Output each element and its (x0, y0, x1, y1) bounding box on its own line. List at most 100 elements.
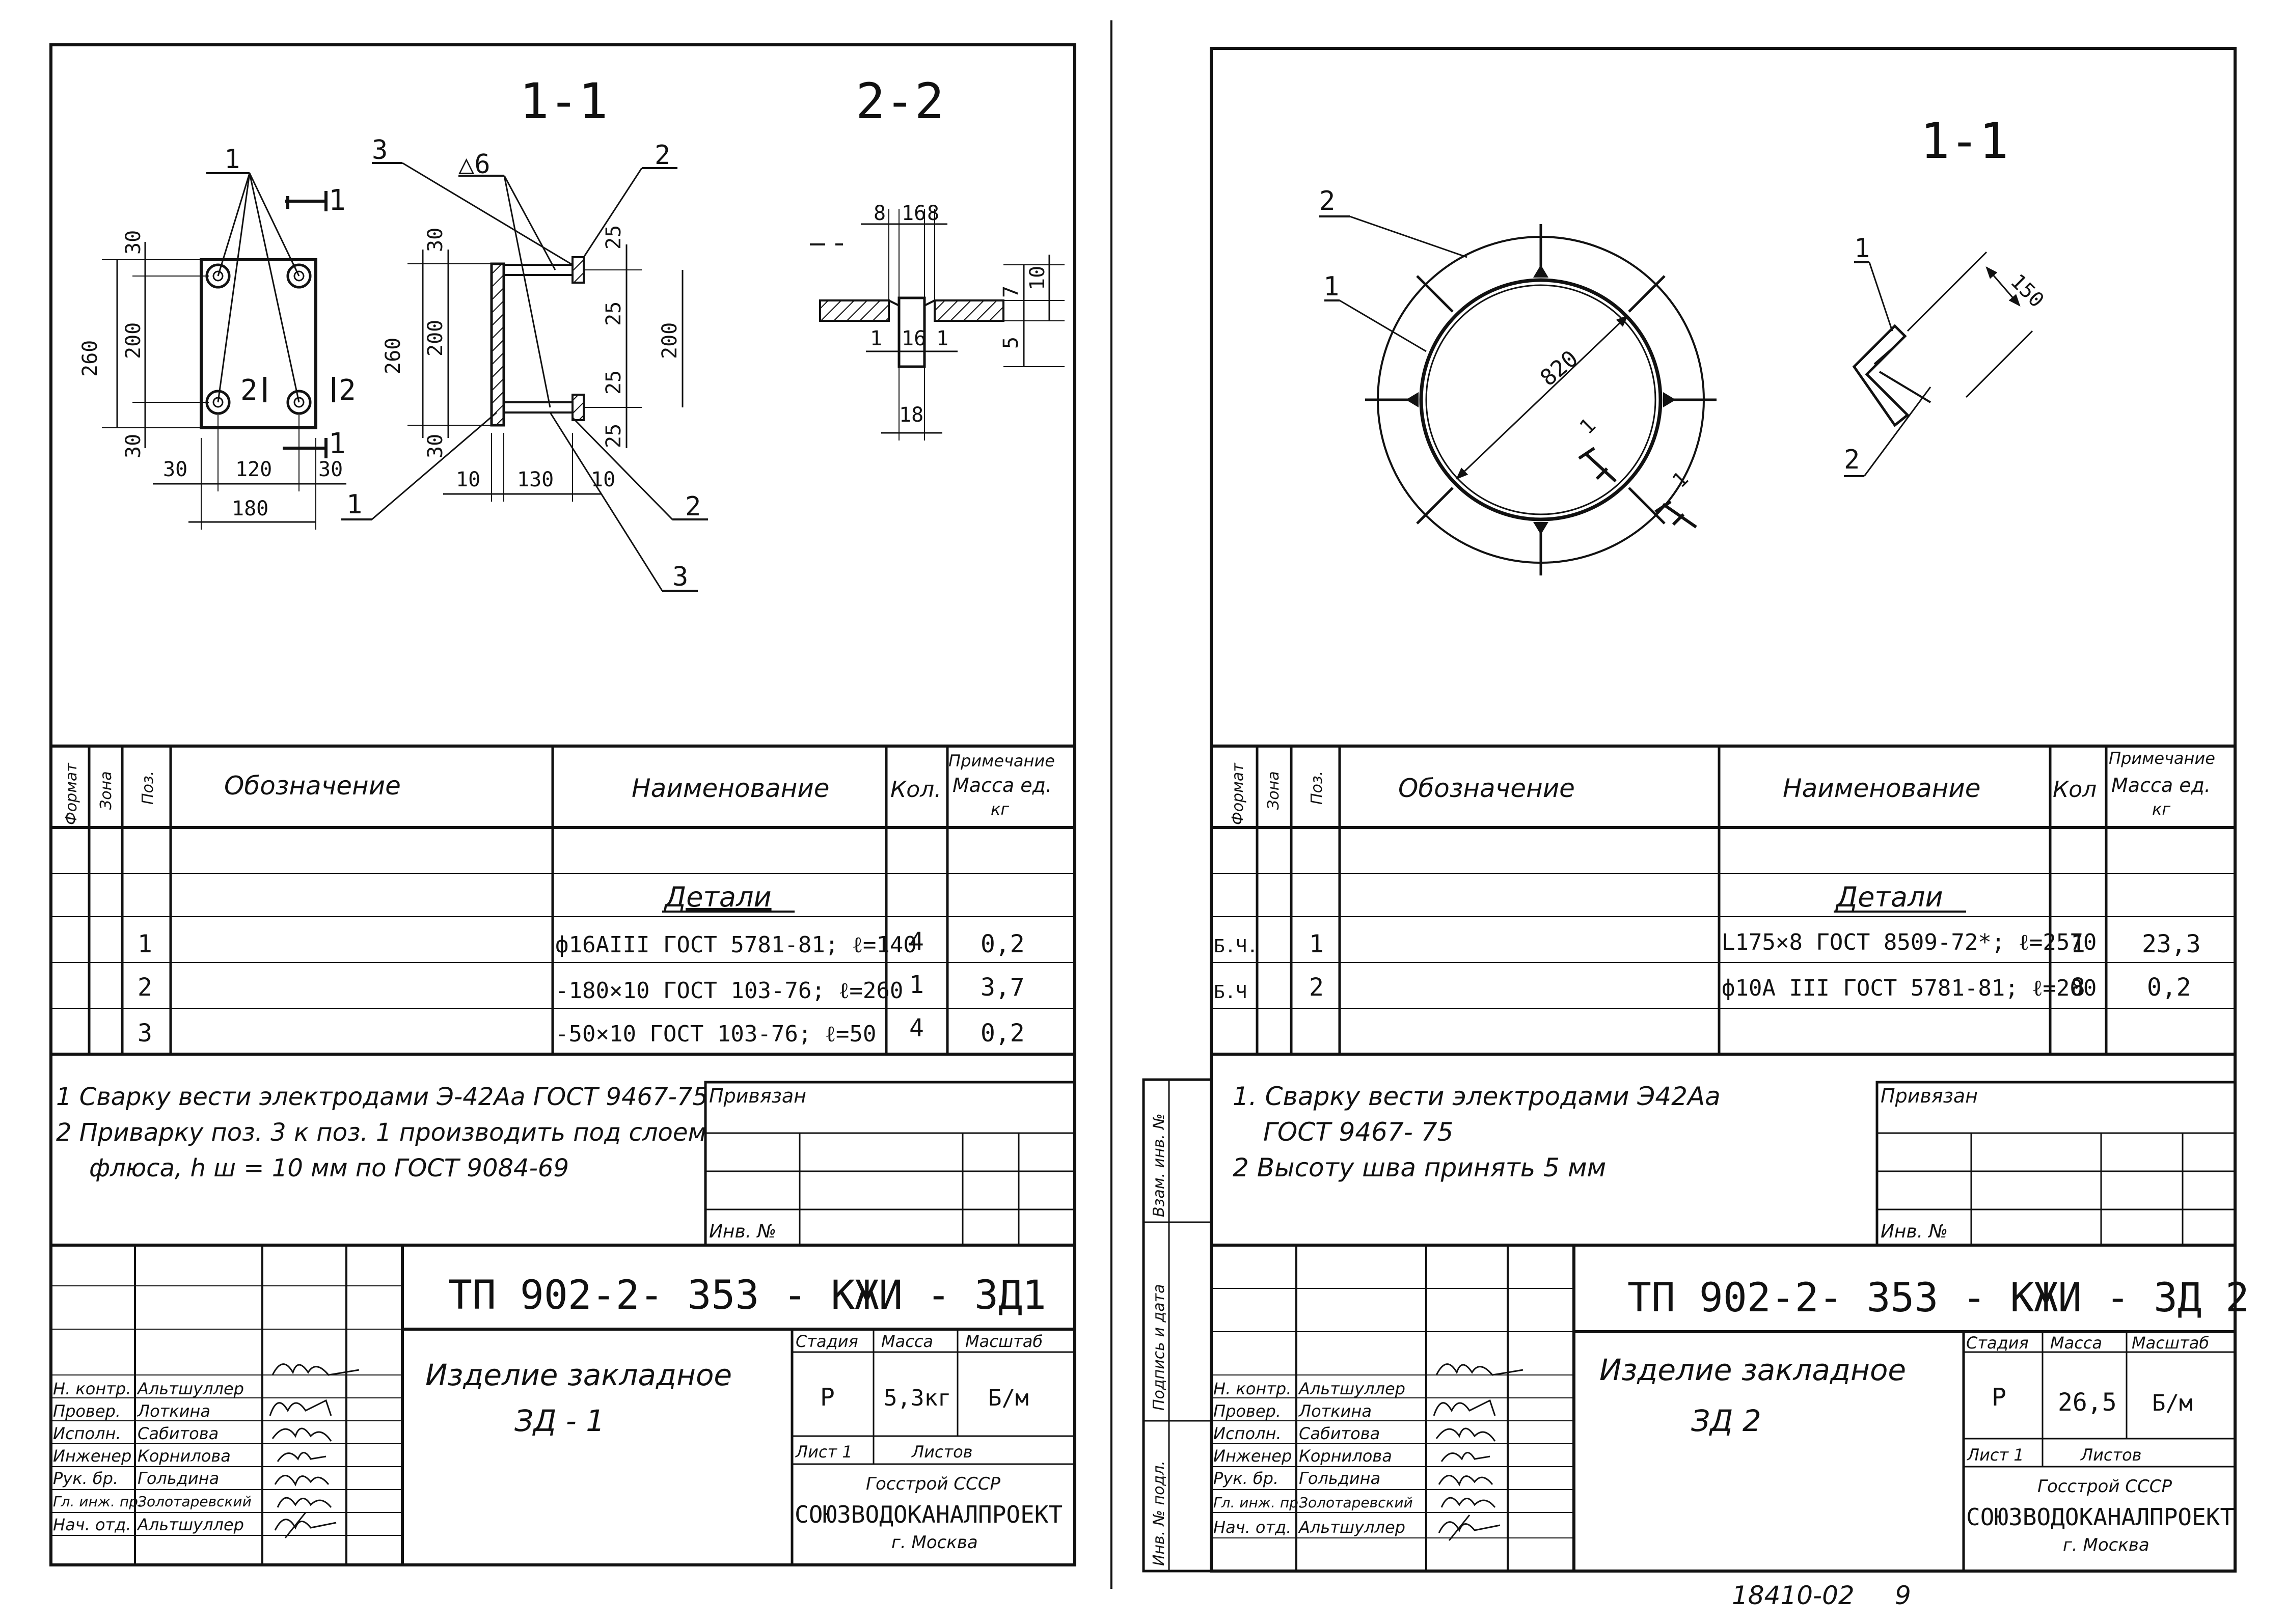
svg-text:25: 25 (602, 225, 625, 250)
svg-text:Масса ед.: Масса ед. (953, 774, 1052, 796)
right-row-2-mass: 0,2 (2147, 973, 2191, 1002)
svg-text:Инв. №: Инв. № (709, 1221, 776, 1242)
svg-text:Привязан: Привязан (709, 1085, 806, 1107)
svg-text:30: 30 (424, 228, 447, 252)
left-row-2-mass: 3,7 (981, 973, 1025, 1002)
right-sheet: Взам. инв. № Подпись и дата Инв. № подл.… (1142, 47, 2249, 1610)
right-ring-view: 820 2 1 1 1 (1319, 186, 1717, 575)
right-mass-value: 26,5 (2058, 1388, 2117, 1417)
svg-text:Стадия: Стадия (1966, 1333, 2029, 1353)
svg-text:1: 1 (329, 184, 346, 217)
svg-text:5: 5 (999, 337, 1023, 349)
svg-text:2 Высоту шва принять 5 мм: 2 Высоту шва принять 5 мм (1233, 1153, 1606, 1182)
svg-text:30: 30 (122, 230, 145, 255)
svg-text:1: 1 (224, 144, 240, 175)
left-plan-view: 1 1 1 2 2 30 200 30 260 30 120 30 180 (78, 144, 356, 530)
left-row-1-name: ф16АIII ГОСТ 5781-81; ℓ=140 (555, 932, 917, 958)
left-row-3-name: -50×10 ГОСТ 103-76; ℓ=50 (555, 1021, 876, 1047)
svg-text:1: 1 (346, 489, 362, 520)
svg-text:Нач. отд.: Нач. отд. (53, 1515, 131, 1534)
svg-text:Поз.: Поз. (1308, 771, 1326, 805)
right-scale-value: Б/м (2152, 1390, 2192, 1416)
svg-text:10: 10 (456, 468, 480, 491)
svg-text:Альтшуллер: Альтшуллер (1298, 1379, 1405, 1398)
svg-text:Провер.: Провер. (1213, 1401, 1281, 1421)
svg-text:Лоткина: Лоткина (1298, 1401, 1372, 1421)
svg-text:Кол.: Кол. (890, 777, 941, 803)
svg-text:260: 260 (78, 340, 102, 377)
left-detail-2-2: 8 16 8 1 16 1 18 7 5 10 (810, 202, 1065, 441)
svg-text:260: 260 (382, 338, 405, 374)
svg-text:2: 2 (1844, 445, 1860, 475)
right-drawing-code: ТП 902-2- 353 - КЖИ - ЗД 2 (1627, 1275, 2249, 1321)
svg-text:Кол: Кол (2053, 777, 2097, 803)
svg-text:флюса, h ш = 10 мм по ГОСТ 908: флюса, h ш = 10 мм по ГОСТ 9084-69 (89, 1154, 569, 1182)
left-drawing-code: ТП 902-2- 353 - КЖИ - ЗД1 (448, 1273, 1046, 1318)
svg-text:1: 1 (1854, 233, 1870, 264)
svg-text:180: 180 (232, 497, 268, 520)
left-title-2: ЗД - 1 (514, 1403, 605, 1438)
right-title-2: ЗД 2 (1691, 1403, 1761, 1438)
svg-text:Рук. бр.: Рук. бр. (53, 1469, 118, 1488)
left-row-2-pos: 2 (138, 973, 152, 1002)
svg-text:Сабитова: Сабитова (138, 1424, 219, 1443)
svg-text:Госстрой СССР: Госстрой СССР (2037, 1476, 2172, 1497)
stamp-inv: Инв. № подл. (1150, 1461, 1168, 1566)
right-row-1-mass: 23,3 (2142, 930, 2201, 958)
left-row-2-qty: 1 (909, 971, 924, 999)
svg-text:2: 2 (339, 374, 356, 407)
svg-text:3: 3 (672, 562, 688, 592)
svg-text:Масса: Масса (881, 1332, 933, 1351)
svg-text:кг: кг (2152, 800, 2170, 819)
svg-text:Лист 1: Лист 1 (1967, 1445, 2024, 1465)
right-row-1-format: Б.Ч. (1214, 936, 1258, 957)
svg-text:7: 7 (999, 286, 1023, 298)
right-org-name: СОЮЗВОДОКАНАЛПРОЕКТ (1966, 1503, 2234, 1531)
svg-text:Обозначение: Обозначение (1398, 774, 1575, 803)
svg-text:820: 820 (1535, 345, 1583, 391)
svg-text:1: 1 (1323, 271, 1339, 302)
left-row-1-pos: 1 (138, 930, 152, 958)
svg-text:30: 30 (122, 434, 145, 458)
svg-text:30: 30 (424, 434, 447, 458)
svg-text:Рук. бр.: Рук. бр. (1213, 1469, 1278, 1488)
svg-text:Исполн.: Исполн. (1213, 1424, 1282, 1443)
svg-text:Нач. отд.: Нач. отд. (1213, 1518, 1291, 1537)
svg-text:Н. контр.: Н. контр. (53, 1379, 131, 1398)
svg-text:Листов: Листов (2080, 1445, 2142, 1465)
svg-text:Альтшуллер: Альтшуллер (1298, 1518, 1405, 1537)
svg-text:25: 25 (602, 370, 625, 395)
left-title-block: Н. контр. Провер. Исполн. Инженер Рук. б… (51, 1244, 1075, 1565)
svg-text:120: 120 (235, 458, 272, 481)
right-stage-value: Р (1992, 1383, 2006, 1412)
svg-text:25: 25 (602, 301, 625, 326)
svg-text:Инв. №: Инв. № (1881, 1221, 1948, 1242)
right-row-2-name: ф10А III ГОСТ 5781-81; ℓ=200 (1722, 975, 2097, 1001)
svg-text:Провер.: Провер. (53, 1401, 121, 1421)
svg-text:Лист 1: Лист 1 (795, 1442, 853, 1462)
svg-text:кг: кг (991, 800, 1009, 819)
right-row-2-format: Б.Ч (1214, 982, 1247, 1003)
right-title-block: Н. контр. Провер. Исполн. Инженер Рук. б… (1211, 1244, 2249, 1571)
svg-text:Листов: Листов (911, 1442, 973, 1462)
left-row-2-name: -180×10 ГОСТ 103-76; ℓ=260 (555, 978, 903, 1004)
svg-text:1: 1 (870, 327, 882, 350)
svg-text:200: 200 (122, 322, 145, 359)
left-stage-value: Р (820, 1383, 835, 1412)
svg-text:Поз.: Поз. (139, 771, 157, 805)
svg-text:150: 150 (2006, 270, 2049, 313)
left-scale-value: Б/м (988, 1385, 1028, 1411)
svg-text:1. Сварку вести электродами Э4: 1. Сварку вести электродами Э42Аа (1233, 1082, 1721, 1111)
right-notes: 1. Сварку вести электродами Э42Аа ГОСТ 9… (1233, 1082, 1721, 1182)
svg-text:Формат: Формат (63, 762, 80, 825)
left-sheet: 1-1 2-2 1 1 1 2 2 30 200 30 260 (49, 43, 1076, 1566)
svg-text:Гл. инж. пр.: Гл. инж. пр. (53, 1493, 143, 1510)
svg-text:Формат: Формат (1229, 762, 1247, 825)
svg-text:Инженер: Инженер (1213, 1446, 1292, 1466)
svg-text:Масштаб: Масштаб (965, 1332, 1043, 1351)
svg-text:Госстрой СССР: Госстрой СССР (866, 1474, 1000, 1494)
svg-text:Золотаревский: Золотаревский (138, 1493, 252, 1510)
svg-text:2 Приварку поз. 3 к поз. 1 про: 2 Приварку поз. 3 к поз. 1 производить п… (56, 1118, 706, 1147)
svg-text:18: 18 (899, 403, 923, 427)
